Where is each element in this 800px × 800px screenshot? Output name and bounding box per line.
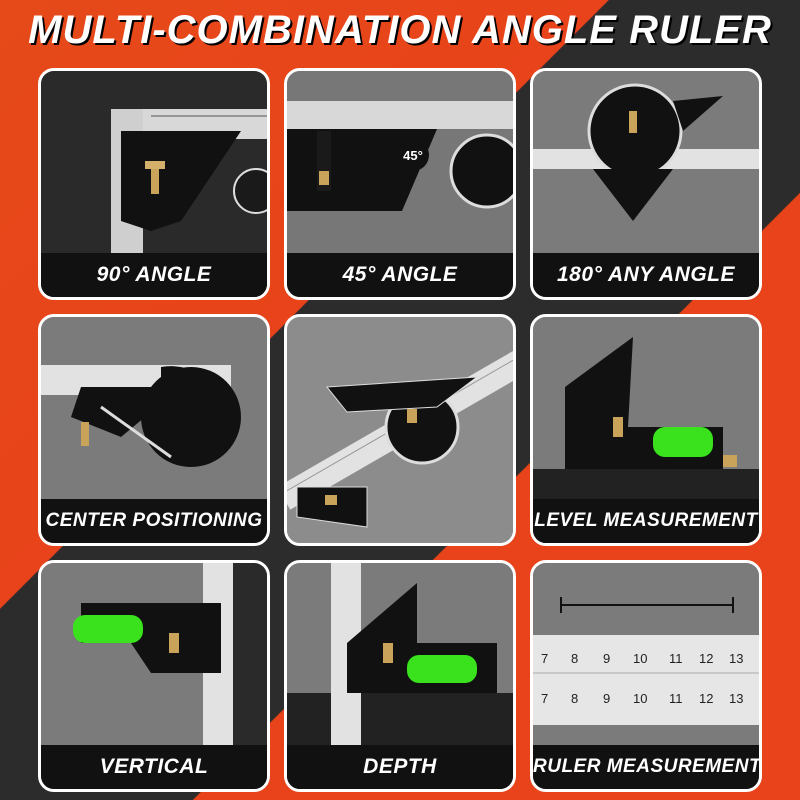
tile-caption: LEVEL MEASUREMENT [533, 499, 759, 543]
svg-text:10: 10 [633, 651, 647, 666]
svg-text:8: 8 [571, 691, 578, 706]
svg-text:11: 11 [669, 651, 683, 666]
angle-badge: 45° [403, 148, 423, 163]
scale-bottom-numbers: 7 8 9 10 11 12 13 [541, 691, 743, 706]
svg-text:7: 7 [541, 651, 548, 666]
tile-depth: DEPTH [284, 560, 516, 792]
tile-45-angle: 45° 45° ANGLE [284, 68, 516, 300]
tile-90-angle: 90° ANGLE [38, 68, 270, 300]
svg-text:9: 9 [603, 691, 610, 706]
svg-text:13: 13 [729, 651, 743, 666]
svg-text:12: 12 [699, 651, 713, 666]
tile-ruler-measurement: 7 8 9 10 11 12 13 7 8 9 10 11 12 13 RULE… [530, 560, 762, 792]
tile-caption: DEPTH [287, 745, 513, 789]
svg-text:7: 7 [541, 691, 548, 706]
product-overview-illustration [287, 317, 513, 543]
tile-vertical: VERTICAL [38, 560, 270, 792]
tile-caption: VERTICAL [41, 745, 267, 789]
feature-grid: 90° ANGLE 45° 45° ANGLE 180° ANY ANGLE [38, 68, 762, 792]
svg-text:13: 13 [729, 691, 743, 706]
svg-text:11: 11 [669, 691, 683, 706]
svg-text:10: 10 [633, 691, 647, 706]
tile-caption: 180° ANY ANGLE [533, 253, 759, 297]
tile-level-measurement: LEVEL MEASUREMENT [530, 314, 762, 546]
tile-center-positioning: CENTER POSITIONING [38, 314, 270, 546]
ruler-90-illustration [41, 71, 267, 297]
tile-caption: CENTER POSITIONING [41, 499, 267, 543]
svg-text:8: 8 [571, 651, 578, 666]
tile-180-angle: 180° ANY ANGLE [530, 68, 762, 300]
svg-text:12: 12 [699, 691, 713, 706]
page-title: MULTI-COMBINATION ANGLE RULER [28, 8, 772, 52]
tile-caption: 90° ANGLE [41, 253, 267, 297]
scale-top-numbers: 7 8 9 10 11 12 13 [541, 651, 743, 666]
tile-caption: RULER MEASUREMENT [533, 745, 759, 789]
tile-center-product [284, 314, 516, 546]
svg-text:9: 9 [603, 651, 610, 666]
tile-caption: 45° ANGLE [287, 253, 513, 297]
